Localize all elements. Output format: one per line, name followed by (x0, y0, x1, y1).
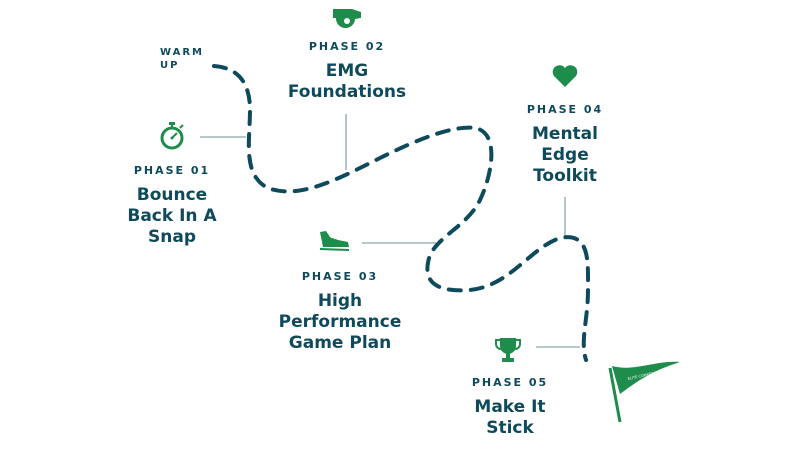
phase-05: PHASE 05 Make It Stick (450, 376, 570, 439)
phase-04-title: Mental Edge Toolkit (510, 124, 620, 187)
title-line: Back In A (127, 206, 217, 226)
warm-up-label: WARM UP (160, 46, 204, 72)
pennant-flag-icon: ELITE COMPETITOR (608, 361, 680, 423)
title-line: Game Plan (288, 333, 392, 353)
title-line: Performance (278, 312, 402, 332)
phase-01-label: PHASE 01 (133, 164, 211, 177)
title-line: High (317, 291, 363, 311)
title-line: Toolkit (533, 166, 597, 186)
title-line: Make It (474, 397, 546, 417)
title-line: Bounce (136, 185, 208, 205)
phase-02: PHASE 02 EMG Foundations (280, 40, 414, 103)
phase-03-title: High Performance Game Plan (270, 291, 410, 354)
phase-05-title: Make It Stick (450, 397, 570, 439)
trophy-icon (495, 338, 521, 362)
phase-05-label: PHASE 05 (471, 376, 549, 389)
whistle-icon (333, 9, 361, 29)
warm-up-line1: WARM (160, 47, 204, 58)
title-line: EMG (325, 61, 369, 81)
phase-03-label: PHASE 03 (301, 270, 379, 283)
title-line: Snap (148, 227, 196, 247)
phase-02-label: PHASE 02 (308, 40, 386, 53)
phase-04-label: PHASE 04 (526, 103, 604, 116)
title-line: Foundations (287, 82, 407, 102)
sneaker-icon (319, 231, 350, 251)
warm-up-line2: UP (160, 60, 180, 71)
phase-01: PHASE 01 Bounce Back In A Snap (110, 164, 234, 248)
heart-icon (552, 65, 578, 87)
title-line: Edge (541, 145, 589, 165)
stopwatch-icon (160, 122, 184, 150)
title-line: Stick (486, 418, 534, 438)
title-line: Mental (532, 124, 598, 144)
phase-03: PHASE 03 High Performance Game Plan (270, 270, 410, 354)
phase-04: PHASE 04 Mental Edge Toolkit (510, 103, 620, 187)
dashed-route (212, 64, 591, 362)
flag-text: ELITE COMPETITOR (627, 370, 662, 381)
phase-02-title: EMG Foundations (280, 61, 414, 103)
phase-01-title: Bounce Back In A Snap (110, 185, 234, 248)
